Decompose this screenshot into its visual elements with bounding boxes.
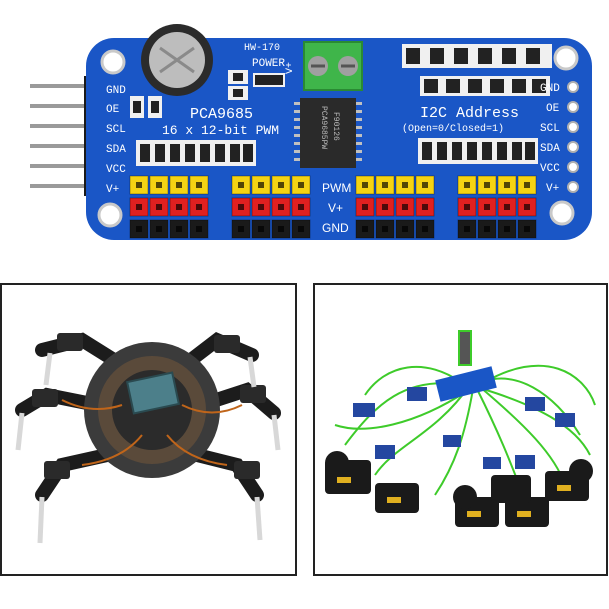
hexapod-robot-illustration: [15, 331, 281, 544]
mounting-holes: [97, 45, 579, 228]
pca9685-chip: PCA9685PW F90126: [294, 98, 362, 168]
small-blue-servos: [353, 387, 575, 469]
model-label: HW-170: [244, 43, 280, 54]
header-pin-hole: [258, 226, 264, 232]
header-pin-hole: [382, 226, 388, 232]
header-pin-hole: [464, 226, 470, 232]
leg-servos: [32, 333, 266, 479]
header-pin-hole: [402, 182, 408, 188]
header-pin-hole: [196, 226, 202, 232]
header-pin-hole: [504, 204, 510, 210]
header-pin-hole: [504, 182, 510, 188]
hexapod-robot-photo: [0, 283, 297, 576]
right-pin-vplus: V+: [546, 183, 559, 195]
header-pin-hole: [362, 204, 368, 210]
header-pin-hole: [136, 204, 142, 210]
chip-marking-1: PCA9685PW: [319, 106, 328, 149]
header-pin-hole: [362, 226, 368, 232]
row-label-gnd: GND: [322, 221, 349, 235]
header-pin-hole: [278, 182, 284, 188]
servo-controller-board: [435, 366, 497, 402]
robot-feet: [15, 352, 281, 544]
address-title: I2C Address: [420, 105, 519, 122]
header-pin-hole: [196, 182, 202, 188]
header-pin-hole: [484, 226, 490, 232]
left-pin-vcc: VCC: [106, 164, 126, 176]
header-pin-hole: [464, 204, 470, 210]
header-pin-hole: [362, 182, 368, 188]
header-pin-hole: [422, 204, 428, 210]
header-pin-hole: [402, 226, 408, 232]
power-led: [228, 70, 285, 100]
robot-controller-board: [125, 371, 181, 415]
left-pin-sda: SDA: [106, 144, 126, 156]
header-pin-hole: [484, 182, 490, 188]
right-pin-sda: SDA: [540, 143, 560, 155]
header-pin-hole: [298, 204, 304, 210]
header-pin-hole: [238, 226, 244, 232]
robot-wires: [61, 399, 243, 466]
header-pin-hole: [176, 204, 182, 210]
chip-name-label: PCA9685: [190, 106, 253, 123]
address-hint: (Open=0/Closed=1): [402, 123, 504, 135]
header-pin-hole: [136, 226, 142, 232]
pca9685-board: POWER HW-170 V+ PCA9685PW F90126 PCA9685…: [30, 24, 592, 240]
oe-resistors: [130, 96, 162, 118]
header-pin-hole: [422, 182, 428, 188]
header-pin-hole: [258, 182, 264, 188]
right-pin-labels: GND OE SCL SDA VCC V+: [540, 83, 560, 195]
board-subtitle: 16 x 12-bit PWM: [162, 123, 279, 138]
header-pin-hole: [176, 182, 182, 188]
header-pin-hole: [298, 226, 304, 232]
row-label-vplus: V+: [328, 201, 343, 215]
header-pin-hole: [238, 204, 244, 210]
right-pin-vcc: VCC: [540, 163, 560, 175]
left-pin-oe: OE: [106, 104, 120, 116]
screw-terminal: [303, 41, 363, 91]
servos-wired-illustration: [325, 330, 596, 527]
left-pin-scl: SCL: [106, 124, 126, 136]
header-pin-hole: [258, 204, 264, 210]
header-pin-hole: [382, 182, 388, 188]
vplus-top-label: V+: [285, 62, 296, 74]
header-pin-hole: [196, 204, 202, 210]
right-pin-oe: OE: [546, 103, 560, 115]
chip-marking-2: F90126: [331, 112, 340, 141]
right-pin-holes: [567, 81, 579, 193]
usb-adapter: [458, 330, 472, 366]
header-pin-hole: [484, 204, 490, 210]
header-pin-hole: [382, 204, 388, 210]
pca9685-board-image: POWER HW-170 V+ PCA9685PW F90126 PCA9685…: [0, 0, 609, 260]
header-pin-hole: [464, 182, 470, 188]
header-pin-hole: [504, 226, 510, 232]
header-pin-hole: [156, 182, 162, 188]
header-pin-hole: [278, 204, 284, 210]
header-pin-hole: [156, 226, 162, 232]
row-label-pwm: PWM: [322, 181, 351, 195]
left-pin-labels: GND OE SCL SDA VCC V+: [106, 85, 126, 196]
servo-headers: [129, 175, 537, 239]
left-pin-vplus: V+: [106, 184, 119, 196]
header-pin-hole: [298, 182, 304, 188]
resistor-row-left: [136, 140, 256, 166]
right-pin-scl: SCL: [540, 123, 560, 135]
right-pin-gnd: GND: [540, 83, 560, 95]
header-pin-hole: [524, 182, 530, 188]
header-pin-hole: [422, 226, 428, 232]
header-pin-hole: [278, 226, 284, 232]
servo-labels: [337, 477, 571, 517]
header-pin-hole: [402, 204, 408, 210]
left-pin-gnd: GND: [106, 85, 126, 97]
header-pin-hole: [524, 226, 530, 232]
servos-wired-photo: [313, 283, 608, 576]
header-pin-hole: [524, 204, 530, 210]
capacitor: [141, 24, 213, 96]
resistor-row-right: [418, 138, 538, 164]
header-pin-hole: [136, 182, 142, 188]
header-pin-hole: [176, 226, 182, 232]
header-pin-hole: [238, 182, 244, 188]
power-label: POWER: [252, 58, 285, 70]
header-pin-hole: [156, 204, 162, 210]
address-jumpers: [402, 44, 552, 96]
